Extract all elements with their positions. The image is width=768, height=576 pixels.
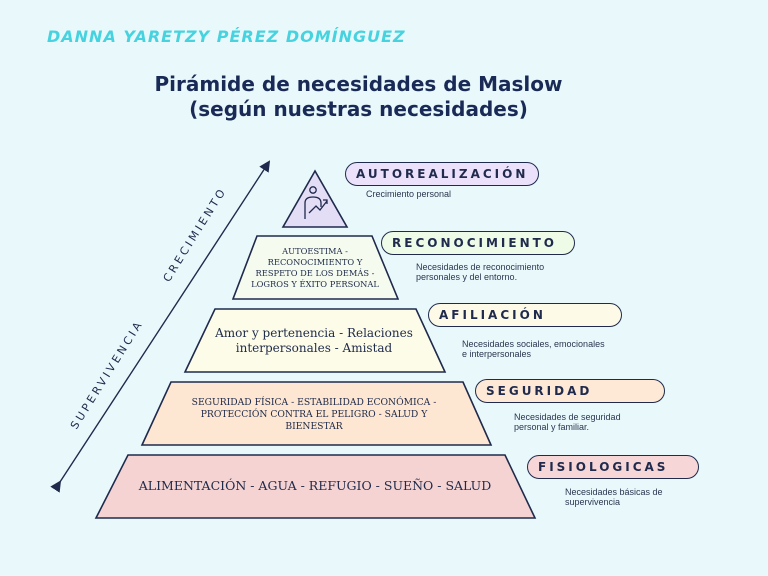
page-title: Pirámide de necesidades de Maslow (según…: [0, 72, 717, 122]
title-line-2: (según nuestras necesidades): [189, 97, 528, 121]
pyramid-tier-reconocimiento: [231, 235, 400, 300]
pyramid-tier-afiliacion: [183, 308, 447, 373]
level-desc-seguridad: Necesidades de seguridad personal y fami…: [514, 412, 621, 432]
level-pill-reconocimiento: RECONOCIMIENTO: [381, 231, 575, 255]
level-desc-autorealizacion: Crecimiento personal: [366, 189, 452, 199]
tier-content-fisiologicas: ALIMENTACIÓN - AGUA - REFUGIO - SUEÑO - …: [138, 477, 492, 493]
tier-content-afiliacion: Amor y pertenencia - Relaciones interper…: [215, 326, 413, 355]
level-pill-fisiologicas: FISIOLOGICAS: [527, 455, 699, 479]
level-desc-reconocimiento: Necesidades de reconocimiento personales…: [416, 262, 545, 282]
pyramid-tier-fisiologicas: [94, 454, 537, 519]
level-desc-afiliacion: Necesidades sociales, emocionales e inte…: [462, 339, 605, 359]
tier-content-reconocimiento: AUTOESTIMA - RECONOCIMIENTO Y RESPETO DE…: [251, 246, 379, 289]
level-pill-autorealizacion: AUTOREALIZACIÓN: [345, 162, 539, 186]
author-name: DANNA YARETZY PÉREZ DOMÍNGUEZ: [47, 27, 406, 46]
growth-survival-arrow: [50, 160, 271, 493]
level-pill-seguridad: SEGURIDAD: [475, 379, 665, 403]
pyramid-tier-seguridad: [140, 381, 493, 446]
tier-content-seguridad: SEGURIDAD FÍSICA - ESTABILIDAD ECONÓMICA…: [191, 397, 437, 432]
title-line-1: Pirámide de necesidades de Maslow: [154, 72, 563, 96]
level-pill-afiliacion: AFILIACIÓN: [428, 303, 622, 327]
level-desc-fisiologicas: Necesidades básicas de supervivencia: [565, 487, 663, 507]
pyramid-tier-autorealizacion: [281, 169, 349, 228]
growth-person-icon: [304, 186, 328, 219]
